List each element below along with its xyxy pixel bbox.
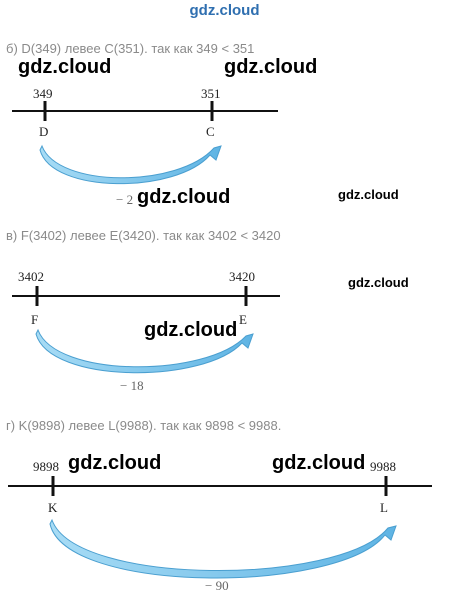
point-e: E (239, 312, 247, 327)
arrow-g (49, 518, 397, 579)
watermark-8: gdz.cloud (272, 452, 366, 474)
watermark-3: gdz.cloud (137, 186, 231, 208)
watermark-5: gdz.cloud (348, 275, 409, 290)
watermark-4: gdz.cloud (338, 187, 399, 202)
value-9988: 9988 (370, 459, 396, 474)
value-349: 349 (33, 86, 53, 101)
point-d: D (39, 124, 49, 139)
difference-b: − 2 (116, 192, 134, 207)
point-l: L (380, 500, 388, 515)
caption-b: б) D(349) левее C(351). так как 349 < 35… (6, 41, 255, 56)
point-f: F (31, 312, 39, 327)
caption-g: г) K(9898) левее L(9988). так как 9898 <… (6, 418, 282, 433)
header-watermark: gdz.cloud (189, 2, 260, 19)
difference-g: − 90 (205, 578, 229, 593)
watermark-7: gdz.cloud (68, 452, 162, 474)
arrow-b (39, 144, 222, 185)
watermark-2: gdz.cloud (224, 56, 318, 78)
point-k: K (48, 500, 58, 515)
value-351: 351 (201, 86, 221, 101)
arrow-v (35, 328, 254, 374)
watermark-6: gdz.cloud (144, 319, 238, 341)
value-3420: 3420 (229, 269, 255, 284)
value-3402: 3402 (18, 269, 44, 284)
watermark-1: gdz.cloud (18, 56, 112, 78)
value-9898: 9898 (33, 459, 59, 474)
caption-v: в) F(3402) левее E(3420). так как 3402 <… (6, 228, 281, 243)
point-c: C (206, 124, 215, 139)
difference-v: − 18 (120, 378, 144, 393)
